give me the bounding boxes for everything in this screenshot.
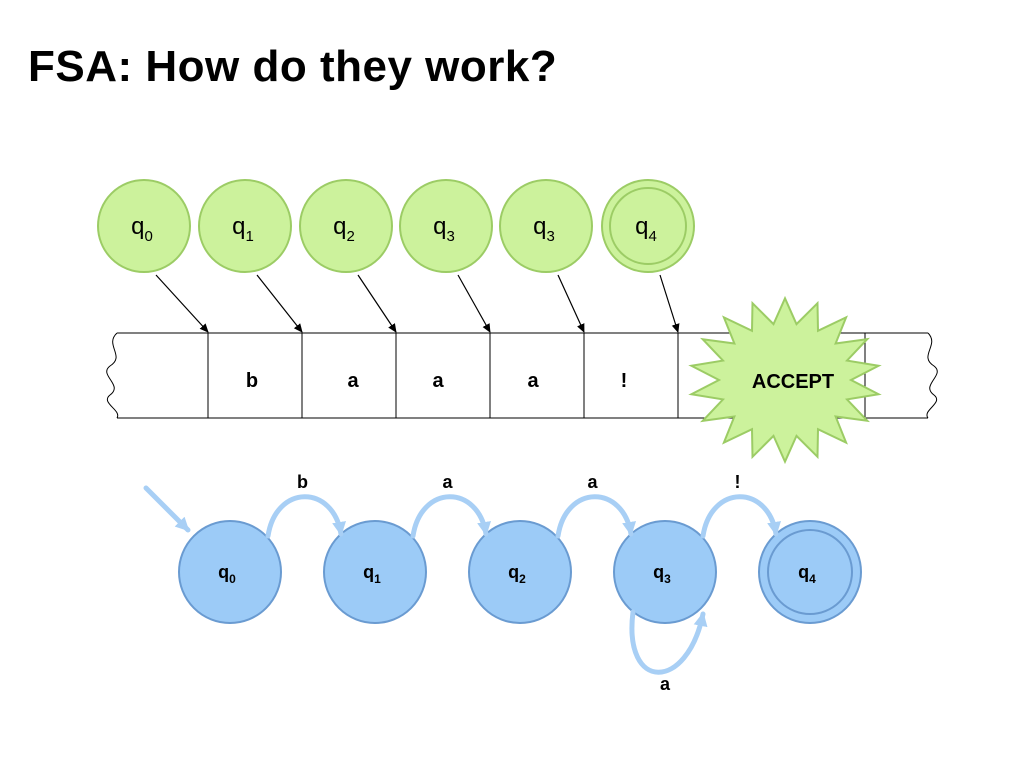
automaton-state-circle — [613, 520, 717, 624]
automaton-state-label: q4 — [798, 562, 816, 586]
tape-pointer-arrow — [557, 274, 585, 333]
tape-pointer-arrow — [357, 274, 397, 333]
trace-state-circle — [198, 179, 292, 273]
trace-state-label: q4 — [635, 213, 657, 245]
transition-label: a — [442, 472, 453, 492]
automaton-state-circle — [323, 520, 427, 624]
tape-pointer-arrow — [457, 274, 491, 333]
accept-burst: ACCEPT — [688, 295, 882, 465]
tape-pointer-arrow — [659, 274, 680, 333]
trace-state-circle — [601, 179, 695, 273]
accept-label: ACCEPT — [752, 371, 834, 393]
trace-state-circle — [97, 179, 191, 273]
tape-cell-symbol: a — [527, 370, 539, 392]
trace-state-circle — [399, 179, 493, 273]
transition-arrow — [410, 494, 492, 539]
automaton-state-label: q0 — [218, 562, 236, 586]
transition-arrow — [555, 494, 637, 539]
automaton-graph: q0 q1 q2 q3 q4 b a a! a — [143, 472, 862, 694]
tape-pointers — [155, 274, 680, 333]
tape-cell-symbol: b — [246, 370, 258, 392]
automaton-state-circle — [468, 520, 572, 624]
self-loop-arrow — [629, 609, 708, 675]
trace-state-label: q3 — [433, 213, 455, 245]
automaton-accepting-ring — [767, 529, 853, 615]
tape-cell-symbol: a — [432, 370, 444, 392]
trace-state-label: q0 — [131, 213, 153, 245]
trace-state-circle — [299, 179, 393, 273]
start-arrow — [143, 485, 191, 533]
automaton-state-label: q2 — [508, 562, 526, 586]
automaton-state-label: q1 — [363, 562, 381, 586]
automaton-state-label: q3 — [653, 562, 671, 586]
tape-left-edge — [106, 332, 119, 419]
tape-cell-symbol: ! — [621, 370, 628, 392]
trace-state-circle — [499, 179, 593, 273]
trace-state-label: q3 — [533, 213, 555, 245]
tape-right-edge — [926, 332, 938, 419]
transition-arrow — [700, 494, 782, 539]
self-loop-label: a — [660, 674, 671, 694]
transition-label: a — [587, 472, 598, 492]
transition-arrow — [265, 494, 347, 539]
tape-cell-symbol: a — [347, 370, 359, 392]
trace-state-label: q2 — [333, 213, 355, 245]
tape-pointer-arrow — [155, 274, 209, 333]
input-tape: b a a a! — [106, 332, 938, 419]
tape-pointer-arrow — [256, 274, 303, 333]
transition-label: ! — [735, 472, 741, 492]
trace-accepting-ring — [609, 187, 687, 265]
automaton-state-circle — [758, 520, 862, 624]
trace-state-label: q1 — [232, 213, 254, 245]
transition-label: b — [297, 472, 308, 492]
trace-states: q0 q1 q2 q3 q3 q4 — [97, 179, 695, 273]
slide-title: FSA: How do they work? — [28, 42, 558, 91]
automaton-state-circle — [178, 520, 282, 624]
accept-starburst — [688, 295, 882, 465]
